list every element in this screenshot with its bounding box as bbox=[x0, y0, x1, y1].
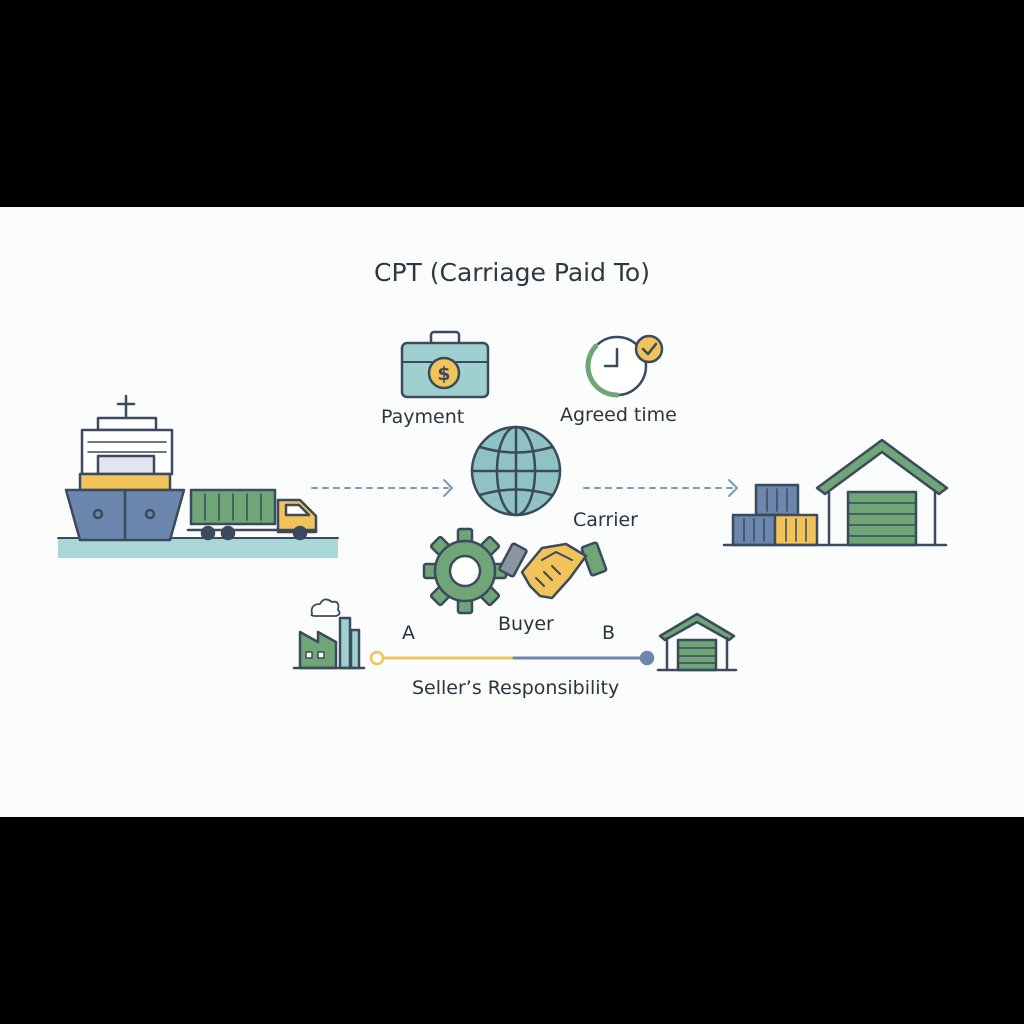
briefcase-dollar-icon: $ bbox=[400, 330, 490, 399]
handshake-icon bbox=[498, 541, 608, 600]
globe-icon bbox=[470, 425, 562, 517]
clock-check-icon bbox=[585, 334, 664, 398]
responsibility-label: Seller’s Responsibility bbox=[412, 677, 620, 699]
warehouse-icon bbox=[722, 438, 949, 547]
containers-icon bbox=[731, 483, 819, 547]
cargo-ship-icon bbox=[64, 394, 186, 542]
small-warehouse-icon bbox=[656, 612, 738, 672]
flow-arrow-left bbox=[311, 479, 453, 497]
letterbox-top bbox=[0, 0, 1024, 207]
point-a-label: A bbox=[402, 622, 415, 644]
agreed-time-label: Agreed time bbox=[560, 404, 677, 426]
water-strip bbox=[58, 538, 338, 558]
gear-icon bbox=[422, 527, 508, 615]
factory-icon bbox=[292, 598, 366, 670]
flow-arrow-right bbox=[583, 479, 738, 497]
carrier-label: Carrier bbox=[573, 509, 638, 531]
buyer-label: Buyer bbox=[498, 613, 554, 635]
letterbox-bottom bbox=[0, 817, 1024, 1024]
point-b-label: B bbox=[602, 622, 616, 644]
payment-label: Payment bbox=[381, 406, 465, 428]
diagram-title: CPT (Carriage Paid To) bbox=[374, 258, 650, 287]
truck-icon bbox=[186, 488, 318, 541]
svg-text:$: $ bbox=[437, 363, 450, 385]
responsibility-line bbox=[369, 650, 655, 666]
